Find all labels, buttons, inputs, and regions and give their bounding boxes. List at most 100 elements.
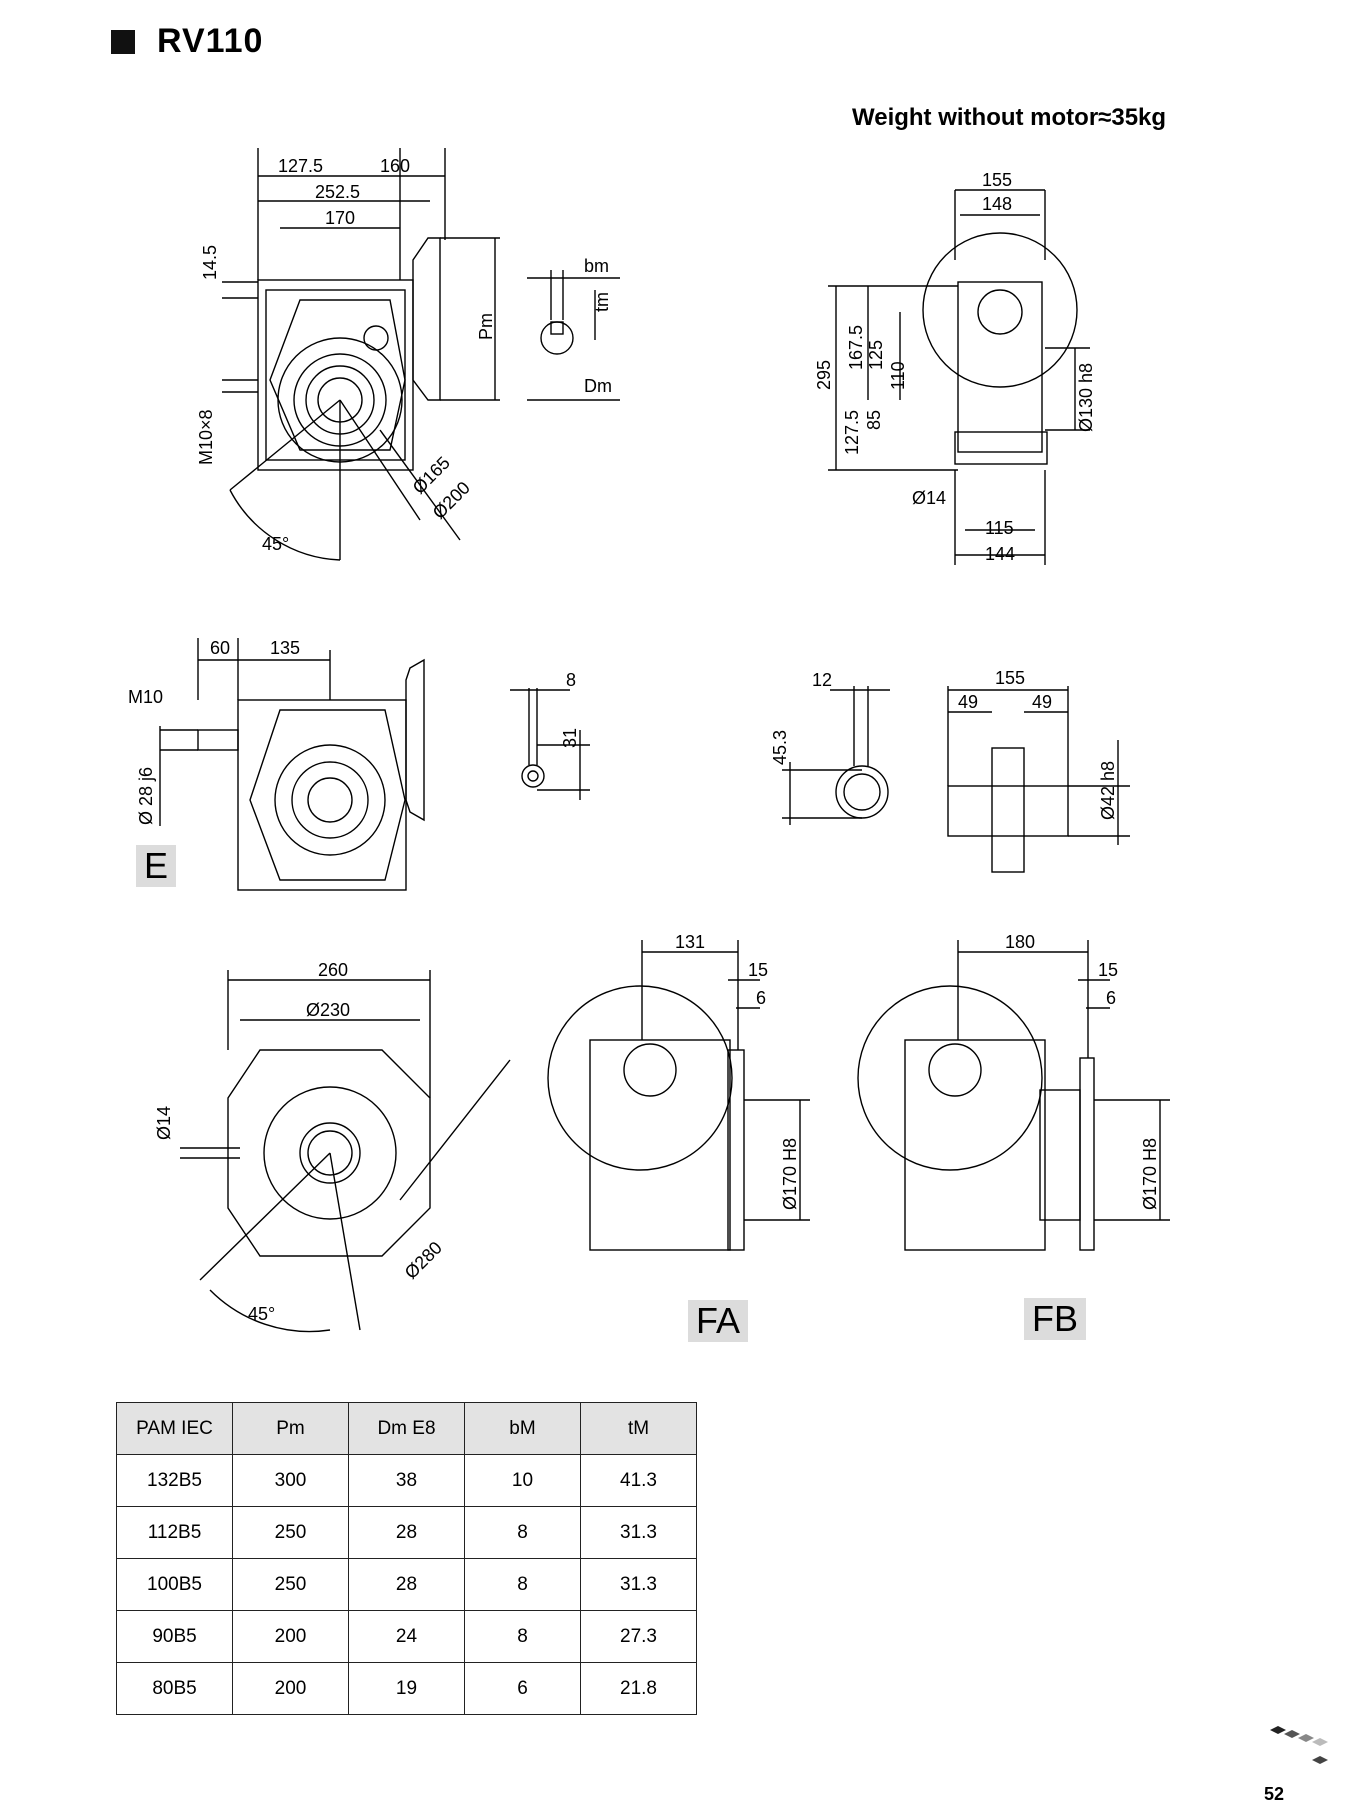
page-header: RV110 bbox=[111, 22, 263, 61]
table-cell: 28 bbox=[348, 1506, 465, 1559]
dim-hollow-l: 49 bbox=[958, 692, 978, 712]
dim-main-d3: 252.5 bbox=[315, 182, 360, 202]
dim-fa-w: 131 bbox=[675, 932, 705, 952]
dim-flange-d: Ø230 bbox=[306, 1000, 350, 1020]
variant-label-fb: FB bbox=[1024, 1298, 1087, 1340]
table-cell: 28 bbox=[348, 1558, 465, 1611]
table-header-row: PAM IEC Pm Dm E8 bM tM bbox=[116, 1402, 697, 1455]
dim-fb-a: 15 bbox=[1098, 960, 1118, 980]
dim-flange-w: 260 bbox=[318, 960, 348, 980]
dim-fa-a: 15 bbox=[748, 960, 768, 980]
dim-side-h4: 110 bbox=[888, 361, 908, 390]
dim-side-h5: 127.5 bbox=[842, 410, 862, 455]
dim-side-h3: 125 bbox=[866, 340, 886, 370]
variant-label-fa: FA bbox=[688, 1300, 749, 1342]
table-row: 132B5 300 38 10 41.3 bbox=[116, 1454, 697, 1507]
table-cell: 6 bbox=[464, 1662, 581, 1715]
dim-side-dia: Ø130 h8 bbox=[1076, 363, 1096, 432]
dim-key-tm: tm bbox=[592, 292, 612, 312]
dim-flange-angle: 45° bbox=[248, 1304, 275, 1324]
table-cell: 27.3 bbox=[580, 1610, 697, 1663]
dim-main-d4: 170 bbox=[325, 208, 355, 228]
table-cell: 250 bbox=[232, 1506, 349, 1559]
dim-main-d1: 127.5 bbox=[278, 156, 323, 176]
dim-side-shaft: Ø14 bbox=[912, 488, 946, 508]
table-cell: 200 bbox=[232, 1610, 349, 1663]
table-header: PAM IEC bbox=[116, 1402, 233, 1455]
table-header: Dm E8 bbox=[348, 1402, 465, 1455]
dim-fb-b: 6 bbox=[1106, 988, 1116, 1008]
table-header: tM bbox=[580, 1402, 697, 1455]
hollow-shaft-drawing bbox=[947, 686, 1130, 873]
fa-view-drawing bbox=[547, 940, 810, 1251]
table-row: 90B5 200 24 8 27.3 bbox=[116, 1610, 697, 1663]
dim-flange-hole: Ø14 bbox=[154, 1106, 174, 1140]
dim-fa-b: 6 bbox=[756, 988, 766, 1008]
dim-side-w2: 148 bbox=[982, 194, 1012, 214]
bullet-square-icon bbox=[111, 29, 135, 54]
table-cell: 90B5 bbox=[116, 1610, 233, 1663]
page-number: 52 bbox=[1264, 1784, 1285, 1804]
dim-key2-h: 31 bbox=[560, 728, 580, 748]
dim-fb-w: 180 bbox=[1005, 932, 1035, 952]
dim-e-m: M10 bbox=[128, 687, 163, 707]
dim-key-dm: Dm bbox=[584, 376, 612, 396]
dim-e-d2: 135 bbox=[270, 638, 300, 658]
flange-spec-table: PAM IEC Pm Dm E8 bM tM 132B5 300 38 10 4… bbox=[116, 1402, 697, 1715]
table-cell: 31.3 bbox=[580, 1506, 697, 1559]
flange-drawing bbox=[180, 970, 511, 1333]
dim-side-h6: 85 bbox=[864, 410, 884, 430]
key2-drawing bbox=[510, 688, 590, 800]
dim-hollow-w: 155 bbox=[995, 668, 1025, 688]
dim-bore-h: 45.3 bbox=[770, 730, 790, 765]
table-cell: 250 bbox=[232, 1558, 349, 1611]
dim-main-d5: 14.5 bbox=[200, 245, 220, 280]
table-cell: 8 bbox=[464, 1506, 581, 1559]
dim-main-d6: Pm bbox=[476, 313, 496, 340]
dim-key-bm: bm bbox=[584, 256, 609, 276]
dim-main-d7: M10×8 bbox=[196, 409, 216, 465]
table-cell: 80B5 bbox=[116, 1662, 233, 1715]
dim-key2-w: 8 bbox=[566, 670, 576, 690]
main-view-drawing bbox=[222, 148, 500, 561]
dim-fb-dia: Ø170 H8 bbox=[1140, 1138, 1160, 1210]
page-title: RV110 bbox=[157, 22, 264, 60]
dim-bore-w: 12 bbox=[812, 670, 832, 690]
table-header: Pm bbox=[232, 1402, 349, 1455]
bore-drawing bbox=[782, 686, 890, 825]
table-cell: 10 bbox=[464, 1454, 581, 1507]
dim-side-h2: 167.5 bbox=[846, 325, 866, 370]
table-cell: 8 bbox=[464, 1610, 581, 1663]
e-view-drawing bbox=[159, 638, 425, 891]
table-header: bM bbox=[464, 1402, 581, 1455]
dim-side-w1: 155 bbox=[982, 170, 1012, 190]
side-view-drawing bbox=[828, 189, 1090, 565]
table-cell: 132B5 bbox=[116, 1454, 233, 1507]
table-row: 112B5 250 28 8 31.3 bbox=[116, 1506, 697, 1559]
weight-note: Weight without motor≈35kg bbox=[852, 104, 1167, 131]
table-cell: 100B5 bbox=[116, 1558, 233, 1611]
dim-e-d1: 60 bbox=[210, 638, 230, 658]
table-cell: 24 bbox=[348, 1610, 465, 1663]
table-cell: 21.8 bbox=[580, 1662, 697, 1715]
page-corner-decoration-icon bbox=[1270, 1726, 1328, 1764]
dim-e-dia: Ø 28 j6 bbox=[136, 767, 156, 825]
variant-label-e: E bbox=[136, 845, 177, 887]
key-detail-drawing bbox=[527, 270, 620, 401]
table-row: 80B5 200 19 6 21.8 bbox=[116, 1662, 697, 1715]
table-cell: 8 bbox=[464, 1558, 581, 1611]
dim-side-b2: 144 bbox=[985, 544, 1015, 564]
table-cell: 300 bbox=[232, 1454, 349, 1507]
table-cell: 41.3 bbox=[580, 1454, 697, 1507]
dim-hollow-dia: Ø42 h8 bbox=[1098, 761, 1118, 820]
dim-hollow-r: 49 bbox=[1032, 692, 1052, 712]
dim-main-d2: 160 bbox=[380, 156, 410, 176]
dim-side-b1: 115 bbox=[985, 518, 1014, 538]
dim-flange-pcd: Ø280 bbox=[401, 1238, 446, 1283]
table-row: 100B5 250 28 8 31.3 bbox=[116, 1558, 697, 1611]
dim-main-d10: 45° bbox=[262, 534, 289, 554]
table-cell: 112B5 bbox=[116, 1506, 233, 1559]
dim-side-h1: 295 bbox=[814, 360, 834, 390]
table-cell: 31.3 bbox=[580, 1558, 697, 1611]
